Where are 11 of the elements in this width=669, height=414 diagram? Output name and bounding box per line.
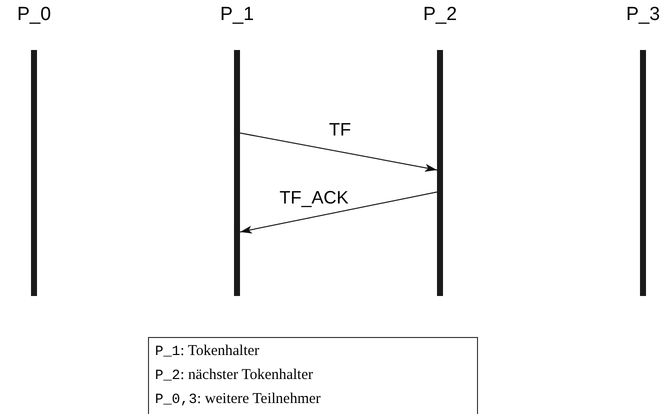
participant-label: P_1 <box>219 4 255 26</box>
message-arrow <box>240 192 438 234</box>
edge-label: TF_ACK <box>278 188 350 208</box>
legend-box <box>148 337 478 414</box>
legend-entry: P_0,3: weitere Teilnehmer <box>155 390 322 410</box>
participant-label: P_0 <box>16 4 52 26</box>
participant-label: P_3 <box>625 4 661 26</box>
participant-label: P_2 <box>422 4 458 26</box>
legend-entry: P_2: nächster Tokenhalter <box>155 366 314 386</box>
legend-entry: P_1: Tokenhalter <box>155 342 260 362</box>
message-arrow <box>240 132 438 172</box>
